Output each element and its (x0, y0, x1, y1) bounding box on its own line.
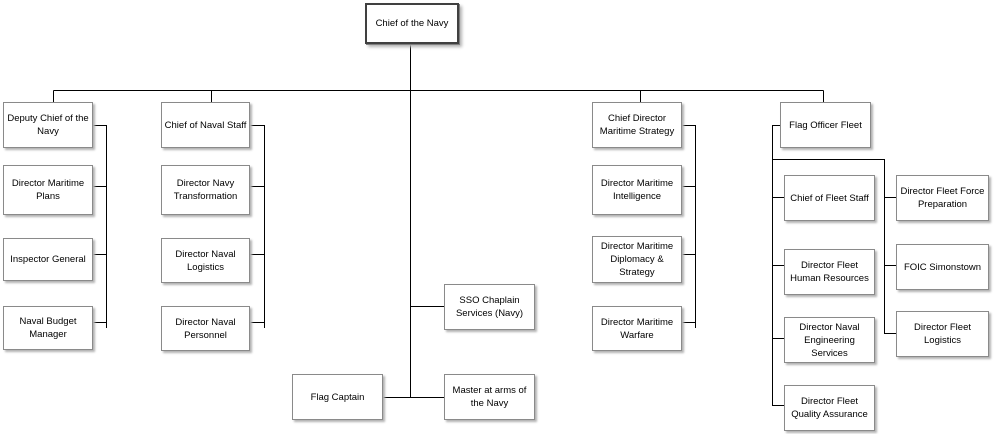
node-director-maritime-warfare: Director Maritime Warfare (592, 306, 682, 351)
node-flag-captain: Flag Captain (292, 374, 383, 420)
node-director-fleet-quality-assurance: Director Fleet Quality Assurance (784, 385, 875, 431)
node-director-maritime-plans: Director Maritime Plans (3, 165, 93, 215)
node-director-maritime-diplomacy: Director Maritime Diplomacy & Strategy (592, 236, 682, 283)
node-director-fleet-human-resources: Director Fleet Human Resources (784, 249, 875, 295)
node-director-navy-transformation: Director Navy Transformation (161, 165, 250, 215)
node-chief-of-fleet-staff: Chief of Fleet Staff (784, 175, 875, 221)
node-director-fleet-logistics: Director Fleet Logistics (896, 311, 989, 357)
node-naval-budget-manager: Naval Budget Manager (3, 306, 93, 350)
node-chief-director-maritime-strategy: Chief Director Maritime Strategy (592, 102, 682, 148)
node-chief-of-the-navy: Chief of the Navy (365, 3, 459, 44)
node-director-maritime-intelligence: Director Maritime Intelligence (592, 165, 682, 215)
node-flag-officer-fleet: Flag Officer Fleet (780, 102, 871, 148)
node-director-naval-logistics: Director Naval Logistics (161, 238, 250, 283)
node-deputy-chief: Deputy Chief of the Navy (3, 102, 93, 148)
node-director-naval-engineering-services: Director Naval Engineering Services (784, 317, 875, 363)
node-director-naval-personnel: Director Naval Personnel (161, 306, 250, 351)
node-foic-simonstown: FOIC Simonstown (896, 244, 989, 290)
node-chief-of-naval-staff: Chief of Naval Staff (161, 102, 250, 148)
node-sso-chaplain-services: SSO Chaplain Services (Navy) (444, 284, 535, 330)
node-inspector-general: Inspector General (3, 238, 93, 281)
node-director-fleet-force-preparation: Director Fleet Force Preparation (896, 175, 989, 221)
node-master-at-arms: Master at arms of the Navy (444, 374, 535, 420)
